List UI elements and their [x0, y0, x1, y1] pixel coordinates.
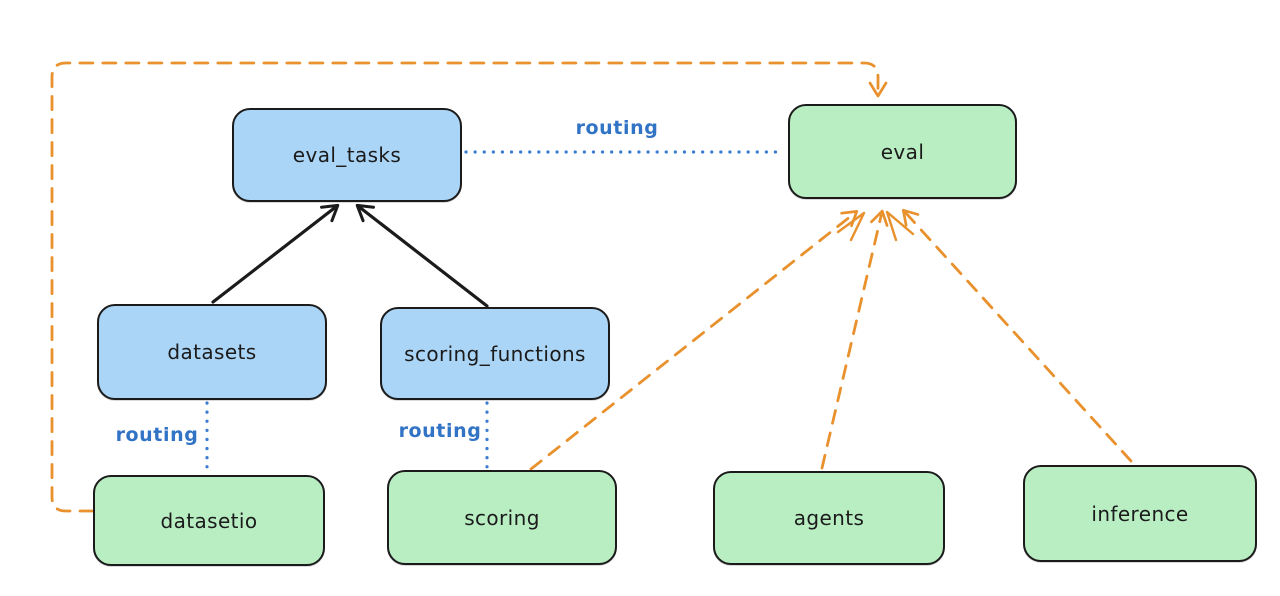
node-inference: inference [1023, 465, 1257, 562]
edge-scoring-functions-to-eval-tasks [355, 203, 489, 308]
node-datasets: datasets [97, 304, 327, 400]
sketch-arrowhead-stroke [836, 211, 866, 242]
node-scoring-label: scoring [464, 505, 540, 530]
node-scoring-functions-label: scoring_functions [404, 341, 586, 366]
node-eval: eval [788, 104, 1017, 199]
node-datasetio-label: datasetio [160, 508, 258, 533]
edge-scoring-to-eval [529, 210, 859, 471]
edge-label-routing-scoring-functions-scoring: routing [398, 420, 482, 442]
node-scoring-functions: scoring_functions [380, 307, 610, 400]
node-datasets-label: datasets [167, 340, 257, 364]
node-eval-tasks-label: eval_tasks [292, 143, 402, 167]
edge-label-routing-datasets-datasetio: routing [115, 424, 199, 446]
edge-inference-to-eval [901, 208, 1133, 463]
edge-agents-to-eval [820, 209, 889, 470]
node-scoring: scoring [387, 470, 617, 565]
node-eval-tasks: eval_tasks [232, 108, 462, 202]
node-agents: agents [713, 471, 945, 565]
node-eval-label: eval [880, 139, 925, 164]
node-agents-label: agents [793, 506, 865, 530]
sketch-arrowhead-stroke [885, 210, 915, 242]
edge-label-routing-eval-tasks-eval: routing [575, 117, 659, 139]
node-datasetio: datasetio [93, 475, 325, 566]
edge-datasetio-to-eval [50, 61, 888, 513]
node-inference-label: inference [1091, 501, 1189, 526]
edge-datasets-to-eval-tasks [211, 203, 340, 304]
